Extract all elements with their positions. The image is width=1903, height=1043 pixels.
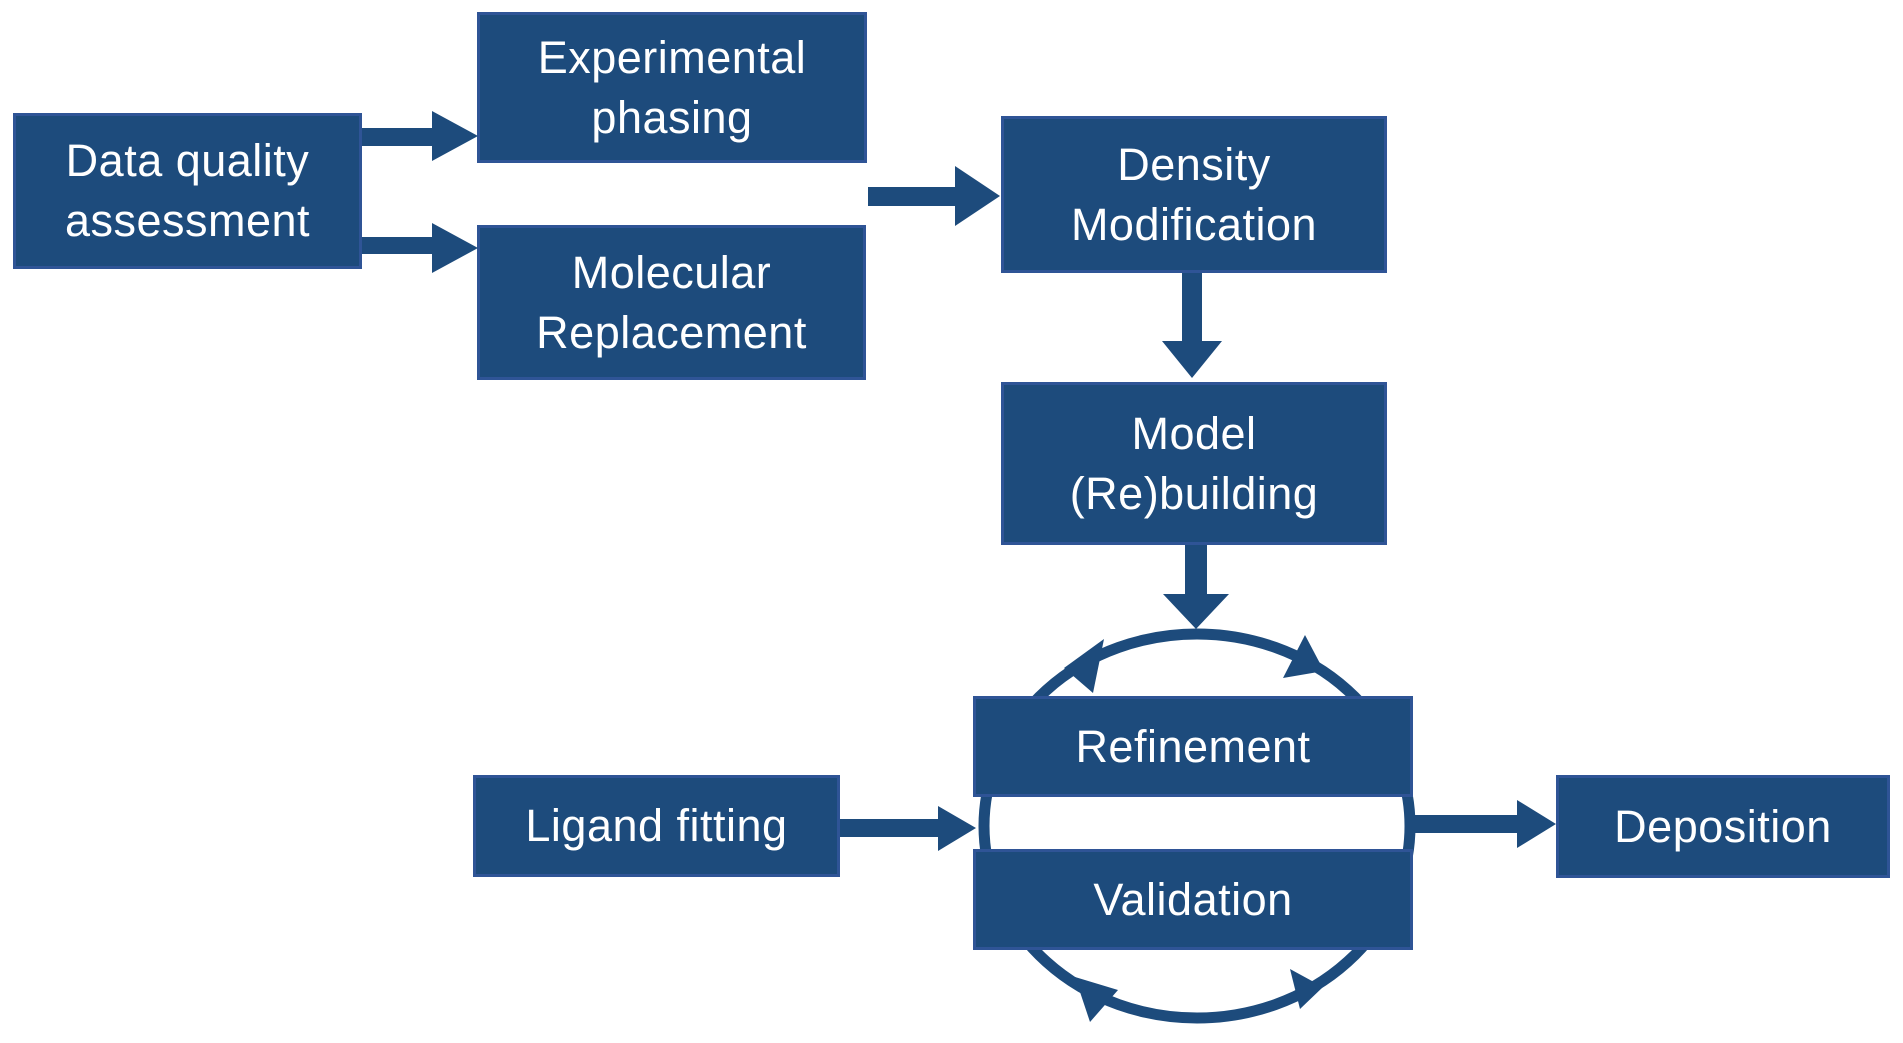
cycle-circle (978, 628, 1416, 1024)
box-label-line: assessment (64, 195, 311, 246)
box-molecular-replacement: Molecular Replacement (477, 225, 866, 380)
box-label-line: Data quality (65, 135, 310, 186)
box-label-line: Experimental (537, 31, 807, 83)
box-label-line: Deposition (1614, 800, 1832, 852)
box-label-line: Density (1117, 138, 1271, 190)
cycle-arrowhead-bottom-left-icon (1075, 977, 1118, 1022)
box-label-line: Modification (1070, 198, 1318, 250)
box-experimental-phasing: Experimental phasing (477, 12, 867, 163)
cycle-arrowhead-top-left-icon (1064, 639, 1104, 693)
box-label-line: phasing (591, 91, 753, 143)
cycle-arrowhead-top-right-icon (1283, 635, 1324, 678)
box-data-quality-assessment: Data quality assessment (13, 113, 362, 269)
box-density-modification: Density Modification (1001, 116, 1387, 273)
box-model-rebuilding: Model (Re)building (1001, 382, 1387, 545)
cycle-arrowhead-bottom-right-icon (1290, 969, 1323, 1009)
box-label-line: (Re)building (1069, 467, 1319, 519)
box-ligand-fitting: Ligand fitting (473, 775, 840, 877)
box-deposition: Deposition (1556, 775, 1890, 878)
box-label-line: Replacement (536, 306, 807, 358)
box-label-line: Molecular (571, 246, 772, 298)
box-label-line: Model (1131, 407, 1257, 459)
box-label-line: Refinement (1075, 720, 1311, 772)
box-validation: Validation (973, 849, 1413, 950)
box-label-line: Ligand fitting (525, 800, 788, 851)
box-refinement: Refinement (973, 696, 1413, 797)
box-label-line: Validation (1093, 873, 1293, 925)
